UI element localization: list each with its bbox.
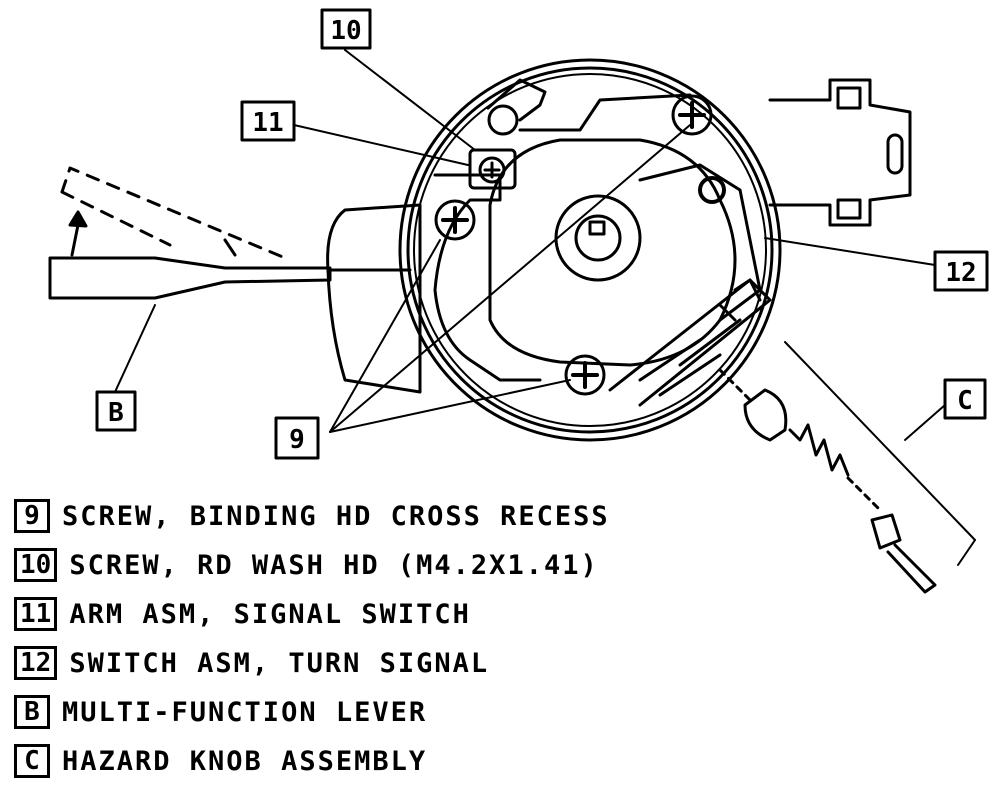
- svg-text:B: B: [108, 398, 124, 428]
- hub-outer: [554, 194, 642, 282]
- callout-10: 10: [320, 8, 372, 50]
- spring: [788, 423, 850, 477]
- parts-legend: 9 SCREW, BINDING HD CROSS RECESS 10 SCRE…: [14, 494, 610, 788]
- screw-10: [478, 156, 506, 184]
- legend-key: 9: [14, 499, 50, 533]
- callout-9: 9: [274, 416, 320, 460]
- leader-lines: [114, 49, 976, 566]
- lever-arrow-head: [68, 210, 88, 228]
- svg-text:11: 11: [252, 108, 283, 138]
- legend-item: 11 ARM ASM, SIGNAL SWITCH: [14, 592, 610, 636]
- legend-item: B MULTI-FUNCTION LEVER: [14, 690, 610, 734]
- small-screw: [886, 543, 937, 594]
- callout-b: B: [95, 390, 137, 432]
- turn-signal-switch-disc: [398, 58, 782, 442]
- legend-description: SCREW, RD WASH HD (M4.2X1.41): [69, 549, 599, 581]
- legend-description: ARM ASM, SIGNAL SWITCH: [69, 598, 471, 630]
- hazard-knob: [743, 388, 788, 442]
- legend-description: SCREW, BINDING HD CROSS RECESS: [62, 500, 610, 532]
- callout-c: C: [943, 378, 987, 420]
- legend-description: SWITCH ASM, TURN SIGNAL: [69, 647, 490, 679]
- screw-9-top-left: [434, 199, 476, 241]
- svg-text:9: 9: [289, 425, 305, 455]
- svg-text:10: 10: [330, 16, 361, 46]
- plunger: [870, 513, 902, 550]
- legend-item: 12 SWITCH ASM, TURN SIGNAL: [14, 641, 610, 685]
- callout-11: 11: [240, 100, 296, 142]
- wiring-connector: [768, 78, 912, 227]
- legend-key: 12: [14, 646, 58, 680]
- legend-description: MULTI-FUNCTION LEVER: [62, 696, 428, 728]
- legend-key: C: [14, 744, 50, 778]
- screw-9-bottom: [564, 354, 606, 396]
- screw-9-top-right: [671, 94, 713, 136]
- legend-key: B: [14, 695, 50, 729]
- multi-function-lever: [48, 166, 332, 300]
- legend-key: 10: [14, 548, 58, 582]
- pivot-pin: [487, 104, 519, 136]
- legend-key: 11: [14, 597, 58, 631]
- hub-inner: [574, 214, 622, 262]
- hazard-knob-assembly: [718, 368, 937, 594]
- legend-item: 9 SCREW, BINDING HD CROSS RECESS: [14, 494, 610, 538]
- legend-description: HAZARD KNOB ASSEMBLY: [62, 745, 428, 777]
- legend-item: 10 SCREW, RD WASH HD (M4.2X1.41): [14, 543, 610, 587]
- signal-switch-arm: [468, 148, 517, 190]
- svg-text:12: 12: [945, 258, 976, 288]
- callout-12: 12: [933, 250, 989, 292]
- legend-item: C HAZARD KNOB ASSEMBLY: [14, 739, 610, 783]
- svg-text:C: C: [957, 386, 973, 416]
- switch-housing: [326, 203, 422, 394]
